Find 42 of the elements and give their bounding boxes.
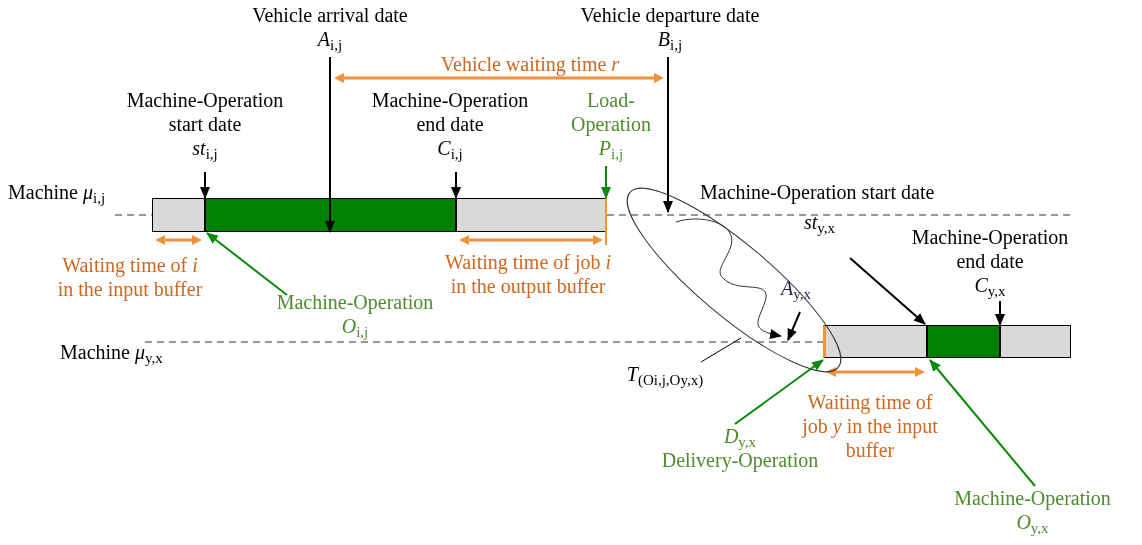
arrow [734,359,824,425]
symbol-label: O$_{i,j}$ [341,314,369,338]
arrow [849,257,926,325]
idle-time-bar [823,325,927,358]
duration-label: Vehicle waiting time r [439,52,621,76]
annotation-text: Machine-Operation end date [910,225,1070,273]
arrow [663,56,673,213]
operation-bar [927,325,1000,358]
operation-bar [205,198,456,232]
annotation-text: Load-Operation [570,88,652,136]
symbol-label: O$_{y,x}$ [1016,510,1049,534]
annotation-text: Machine-Operation end date [370,88,530,136]
arrow [995,300,1005,326]
annotation-text: Machine-Operation [954,486,1111,510]
arrow [451,171,461,199]
arrow [325,56,335,233]
duration-label: Waiting time of i in the input buffer [56,253,204,301]
arrow [787,311,801,341]
idle-time-bar [456,198,606,232]
annotation-text: T$_{(Oi,j,Oy,x)}$ [600,362,730,386]
symbol-label: st$_{y,x}$ [804,210,836,234]
duration-label: Waiting time of job i in the output buffer [443,250,613,298]
symbol-label: P$_{i,j}$ [598,136,624,160]
machine-label: Machine μ$_{y,x}$ [60,340,163,364]
annotation-text: Machine-Operation start date [700,180,935,204]
idle-time-bar [1000,325,1071,358]
annotation-text: Vehicle arrival date [252,3,408,27]
arrow [206,232,288,296]
symbol-label: C$_{i,j}$ [437,136,463,160]
arrow [929,359,1036,487]
symbol-label: C$_{y,x}$ [974,273,1006,297]
symbol-label: B$_{i,j}$ [657,27,683,51]
leader-line [700,337,742,363]
annotation-text: Vehicle departure date [580,3,760,27]
annotation-text: Machine-Operation [276,290,434,314]
symbol-label: A$_{i,j}$ [317,27,343,51]
annotation-text: D$_{y,x}$ [723,424,757,448]
symbol-label: st$_{i,j}$ [192,136,218,160]
machine-label: Machine μ$_{i,j}$ [8,180,106,204]
idle-time-bar [152,198,205,232]
arrow [200,171,210,199]
arrow [601,165,611,199]
